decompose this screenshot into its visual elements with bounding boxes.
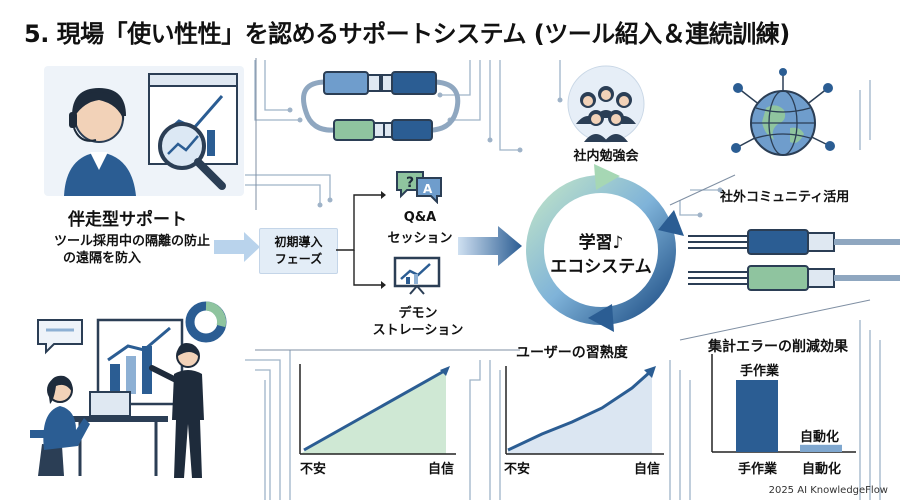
svg-text:A: A	[423, 182, 433, 196]
team-presentation-illustration	[30, 301, 227, 478]
community-label: 社外コミュニティ活用	[720, 190, 850, 205]
support-heading: 伴走型サポート	[68, 210, 187, 230]
bar-category-label-auto: 自動化	[802, 462, 842, 477]
confidence-chart-1	[299, 364, 456, 455]
bar-category-label-manual: 手作業	[738, 462, 778, 477]
chart2-x-start-label: 不安	[504, 462, 531, 477]
qa-label-line1: Q&A	[403, 210, 437, 225]
bar-value-label-auto: 自動化	[800, 430, 840, 445]
chart3-title: 集計エラーの削減効果	[708, 339, 848, 355]
demo-label-line1: デモン	[398, 306, 438, 321]
initial-phase-box: 初期導入 フェーズ	[259, 228, 338, 274]
learning-cycle-diagram	[526, 164, 684, 332]
qa-chat-icon: ? A	[396, 171, 442, 204]
copyright-footer: 2025 AI KnowledgeFlow	[768, 485, 888, 496]
error-reduction-bar-chart	[711, 354, 856, 453]
ecosystem-label-line1: 学習♪	[578, 233, 624, 253]
globe-network-icon	[731, 68, 835, 156]
ecosystem-label-line2: エコシステム	[550, 257, 652, 277]
demo-label-line2: ストレーション	[372, 323, 464, 338]
support-description-line1: ツール採用中の隔離の防止	[53, 234, 210, 249]
chart2-title: ユーザーの習熟度	[516, 345, 628, 361]
cable-connectors-right	[688, 229, 900, 291]
phase-line2: フェーズ	[274, 252, 323, 266]
proficiency-chart	[505, 366, 664, 455]
arrow-to-ecosystem-icon	[458, 226, 522, 266]
chart1-x-end-label: 自信	[428, 462, 455, 477]
support-description-line2: の遠隔を防入	[62, 251, 141, 266]
svg-text:?: ?	[406, 175, 414, 191]
headset-support-illustration	[44, 66, 244, 196]
study-group-people-icon	[567, 65, 645, 143]
study-group-label: 社内勉強会	[573, 149, 639, 164]
chart2-x-end-label: 自信	[634, 462, 661, 477]
phase-line1: 初期導入	[274, 235, 323, 249]
bar-auto	[800, 444, 842, 452]
arrow-to-phase-icon	[214, 232, 260, 262]
cable-connectors-top	[301, 71, 461, 141]
bar-manual	[736, 380, 778, 452]
page-title: 5. 現場「使い性性」を認めるサポートシステム (ツール紹入＆連続訓練)	[24, 20, 790, 48]
qa-label-line2: セッション	[387, 231, 453, 246]
presentation-board-icon	[393, 256, 441, 295]
chart1-x-start-label: 不安	[300, 462, 327, 477]
bar-value-label-manual: 手作業	[740, 364, 780, 379]
branch-connector	[336, 191, 386, 289]
